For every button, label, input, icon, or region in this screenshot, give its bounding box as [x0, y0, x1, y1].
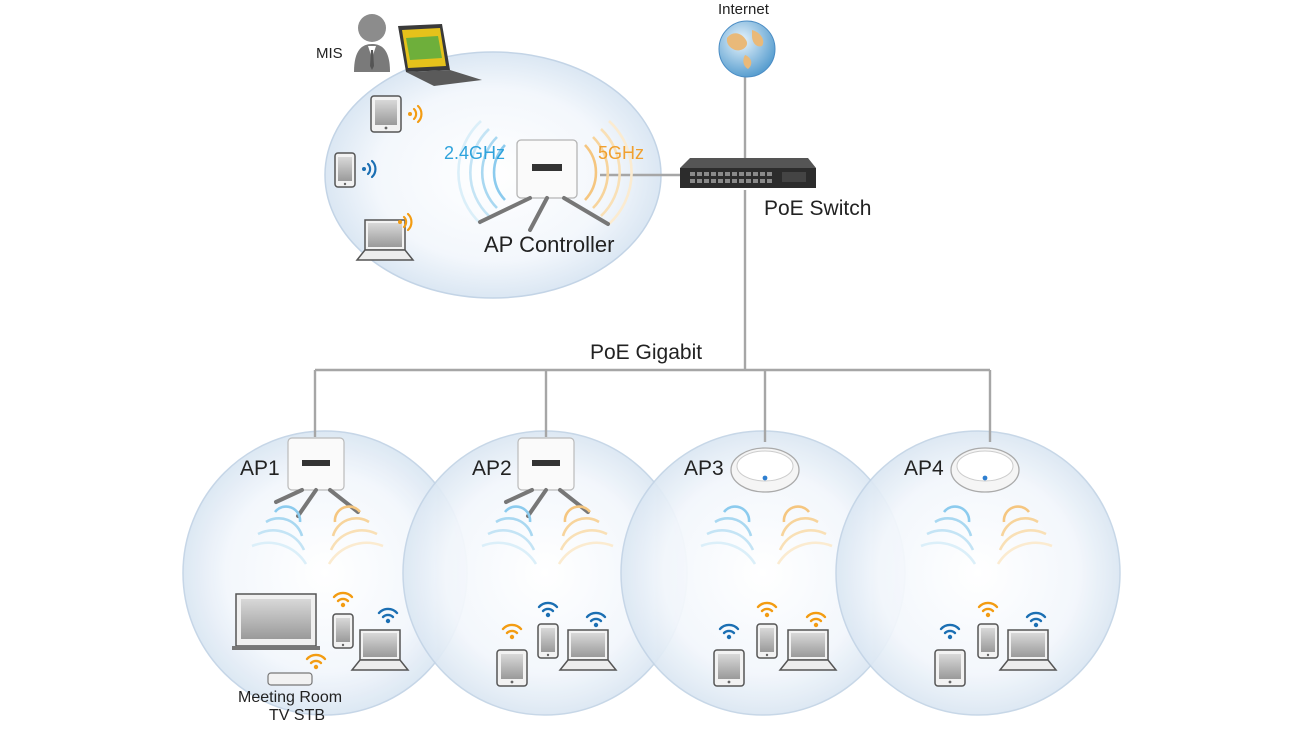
- ap3-label: AP3: [684, 457, 724, 480]
- ap-controller-label: AP Controller: [484, 232, 615, 257]
- cables: [313, 76, 992, 442]
- globe-icon: [718, 20, 776, 78]
- tv-icon: [232, 593, 320, 650]
- ap2-label: AP2: [472, 457, 512, 480]
- set-top-box-icon: [267, 653, 327, 686]
- ap-waves: [251, 505, 1053, 565]
- band-24ghz-label: 2.4GHz: [444, 143, 506, 163]
- internet-label: Internet: [718, 1, 769, 18]
- ap4-label: AP4: [904, 457, 944, 480]
- mis-label: MIS: [316, 45, 343, 62]
- access-point-icon: [478, 139, 610, 232]
- meeting-room-label: Meeting Room: [238, 689, 343, 706]
- poe-gigabit-label: PoE Gigabit: [590, 341, 703, 364]
- laptop-icon: [398, 24, 482, 86]
- tv-stb-label: TV STB: [269, 707, 326, 724]
- controller-waves: [457, 120, 633, 225]
- ceiling-ap-icon: [950, 447, 1020, 493]
- switch-icon: [680, 158, 816, 188]
- ceiling-ap-icon: [730, 447, 800, 493]
- band-5ghz-label: 5GHz: [598, 143, 645, 163]
- laptop-icon: [356, 212, 414, 261]
- user-icon: [354, 14, 390, 72]
- poe-switch-label: PoE Switch: [764, 197, 872, 220]
- ap1-label: AP1: [240, 457, 280, 480]
